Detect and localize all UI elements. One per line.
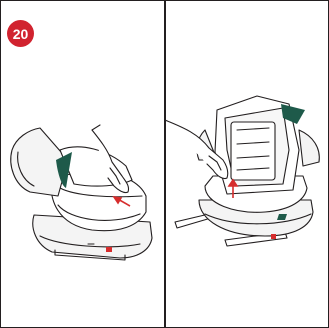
right-panel-illustration: [165, 0, 329, 328]
left-panel-illustration: [0, 0, 164, 328]
